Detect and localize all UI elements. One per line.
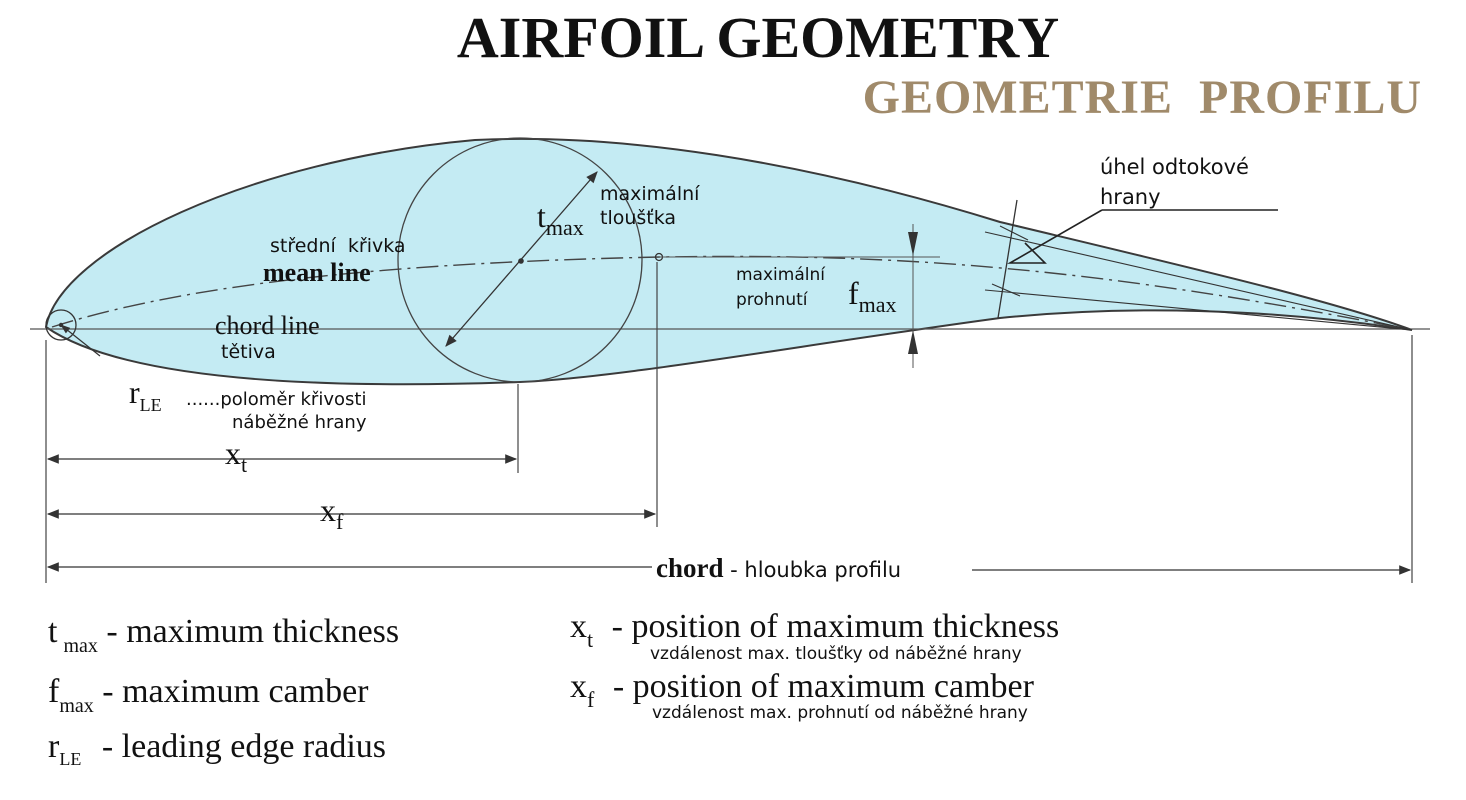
- legend-xf: xf - position of maximum camber: [570, 668, 1035, 712]
- mean-line: [51, 255, 1413, 331]
- te-angle-cz-line1: úhel odtokové: [1100, 155, 1249, 179]
- fmax-arrow-bottom: [908, 330, 918, 354]
- chord-label-bg: [652, 550, 952, 582]
- xf-label: xf: [320, 492, 344, 534]
- page-subtitle: GEOMETRIE PROFILU: [863, 71, 1422, 124]
- xt-label: xt: [225, 435, 247, 477]
- legend-fmax: fmax - maximum camber: [48, 673, 369, 717]
- tmax-circle: [397, 137, 643, 383]
- te-tick-mark-2: [991, 283, 1021, 297]
- chord-line-en: chord line: [215, 311, 320, 340]
- te-tick: [997, 199, 1018, 319]
- legend-xt-note: vzdálenost max. tloušťky od náběžné hran…: [650, 644, 1022, 664]
- te-angle-leader: [1007, 209, 1278, 264]
- le-radius-arrow: [60, 324, 101, 357]
- rle-cz-line2: náběžné hrany: [232, 412, 367, 433]
- te-tick-mark-1: [999, 225, 1029, 241]
- tmax-cz-line1: maximální: [600, 183, 700, 205]
- camber-cz-line2: prohnutí: [736, 290, 809, 310]
- mean-line-cz: střední křivka: [270, 235, 406, 257]
- camber-cz-line1: maximální: [736, 265, 826, 285]
- te-tangent-upper: [984, 231, 1413, 331]
- tmax-center-dot: [518, 258, 524, 264]
- legend-rle: rLE - leading edge radius: [48, 728, 386, 769]
- legend-xf-note: vzdálenost max. prohnutí od náběžné hran…: [652, 703, 1028, 723]
- mean-line-en: mean line: [263, 258, 371, 287]
- te-angle-cz-line2: hrany: [1100, 185, 1161, 209]
- chord-dimension-label: chord - hloubka profilu: [656, 553, 901, 583]
- fmax-arrow-top: [908, 232, 918, 256]
- rle-label: rLE: [129, 374, 162, 415]
- chord-line-cz: tětiva: [221, 341, 276, 363]
- fmax-label: fmax: [848, 275, 897, 317]
- tmax-label: tmax: [537, 198, 584, 240]
- le-radius-circle: [45, 309, 77, 341]
- legend-right: xt - position of maximum thickness vzdál…: [570, 608, 1059, 723]
- tmax-cz-line2: tloušťka: [600, 207, 676, 229]
- rle-cz-line1: ......poloměr křivosti: [186, 389, 366, 410]
- te-tangent-lower: [984, 289, 1413, 331]
- legend-xt: xt - position of maximum thickness: [570, 608, 1059, 652]
- page-title: AIRFOIL GEOMETRY: [457, 5, 1059, 70]
